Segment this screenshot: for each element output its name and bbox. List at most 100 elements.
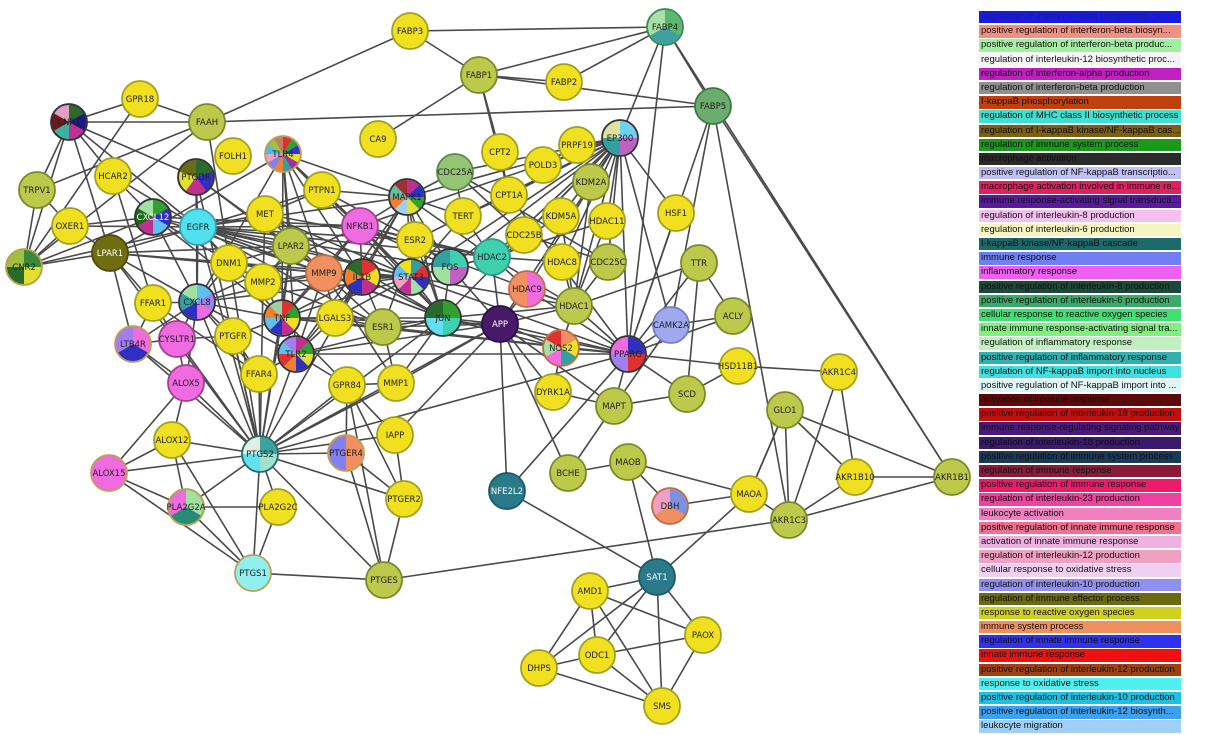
node-cdc25b[interactable]: CDC25B xyxy=(505,216,543,254)
node-ffar4[interactable]: FFAR4 xyxy=(240,355,278,393)
node-scd[interactable]: SCD xyxy=(668,375,706,413)
node-dhps[interactable]: DHPS xyxy=(520,649,558,687)
node-ptgs_pie2[interactable]: NOS2 xyxy=(542,329,580,367)
node-sms[interactable]: SMS xyxy=(643,687,681,725)
node-fabp2[interactable]: FABP2 xyxy=(545,63,583,101)
node-cysltr1[interactable]: CYSLTR1 xyxy=(158,320,196,358)
node-camk2a[interactable]: CAMK2A xyxy=(652,306,690,344)
node-cxcl12[interactable]: CXCL12 xyxy=(134,198,172,236)
node-akr1c3[interactable]: AKR1C3 xyxy=(770,501,808,539)
node-akr1b10[interactable]: AKR1B10 xyxy=(835,458,875,496)
node-mmp1[interactable]: MMP1 xyxy=(377,364,415,402)
node-egfr[interactable]: EGFR xyxy=(179,208,217,246)
node-lpar1[interactable]: LPAR1 xyxy=(91,234,129,272)
node-cxcl8[interactable]: CXCL8 xyxy=(178,283,216,321)
node-alox15[interactable]: ALOX15 xyxy=(90,454,128,492)
node-il_pie[interactable]: IL1B xyxy=(343,258,381,296)
node-dyrk1a[interactable]: DYRK1A xyxy=(534,373,572,411)
node-dbh[interactable]: DBH xyxy=(651,487,689,525)
node-pparg[interactable]: PPARG xyxy=(609,335,647,373)
node-tlr_pie[interactable]: TLR2 xyxy=(277,335,315,373)
node-mapt[interactable]: MAPT xyxy=(595,387,633,425)
node-ptpn1[interactable]: PTPN1 xyxy=(303,171,341,209)
node-lgals3[interactable]: LGALS3 xyxy=(316,299,354,337)
node-kdm2a[interactable]: KDM2A xyxy=(572,163,610,201)
node-hdac8[interactable]: HDAC8 xyxy=(543,243,581,281)
node-bche[interactable]: BCHE xyxy=(549,454,587,492)
node-ca9[interactable]: CA9 xyxy=(359,120,397,158)
node-iapp[interactable]: IAPP xyxy=(376,416,414,454)
node-met[interactable]: MET xyxy=(246,195,284,233)
node-lpar2[interactable]: LPAR2 xyxy=(272,227,310,265)
node-ptgdr[interactable]: PTGDR xyxy=(177,158,215,196)
node-tert[interactable]: TERT xyxy=(444,197,482,235)
node-stat_pie[interactable]: STAT3 xyxy=(392,258,430,296)
node-ltb4r[interactable]: LTB4R xyxy=(114,325,152,363)
node-sat1[interactable]: SAT1 xyxy=(638,558,676,596)
node-prpf19[interactable]: PRPF19 xyxy=(558,126,596,164)
node-pold3[interactable]: POLD3 xyxy=(524,146,562,184)
node-nfkb1[interactable]: NFKB1 xyxy=(341,207,379,245)
node-trpv1[interactable]: TRPV1 xyxy=(18,171,56,209)
node-gpr84[interactable]: GPR84 xyxy=(328,366,366,404)
node-fabp5[interactable]: FABP5 xyxy=(694,87,732,125)
node-ptges[interactable]: PTGES xyxy=(365,561,403,599)
node-kdm5a[interactable]: KDM5A xyxy=(542,197,580,235)
node-hdac1[interactable]: HDAC1 xyxy=(555,287,593,325)
node-esr2[interactable]: ESR2 xyxy=(396,221,434,259)
node-folh1[interactable]: FOLH1 xyxy=(214,137,252,175)
node-cpt2[interactable]: CPT2 xyxy=(481,133,519,171)
node-maoa[interactable]: MAOA xyxy=(730,475,768,513)
node-acly[interactable]: ACLY xyxy=(714,297,752,335)
pie-slice xyxy=(283,154,298,169)
node-ttr[interactable]: TTR xyxy=(680,244,718,282)
node-hcar2[interactable]: HCAR2 xyxy=(94,157,132,195)
node-ep300[interactable]: EP300 xyxy=(601,119,639,157)
node-fabp4[interactable]: FABP4 xyxy=(646,8,684,46)
pie-slice xyxy=(561,339,579,357)
node-pla2g2c[interactable]: PLA2G2C xyxy=(258,488,298,526)
node-cdc25c[interactable]: CDC25C xyxy=(589,243,627,281)
node-fos[interactable]: FOS xyxy=(431,248,469,286)
node-ptgs_pie1[interactable]: TLR4 xyxy=(264,135,302,173)
node-alox12[interactable]: ALOX12 xyxy=(153,421,191,459)
node-hdac11[interactable]: HDAC11 xyxy=(588,202,626,240)
node-ptgs2[interactable]: PTGS2 xyxy=(241,435,279,473)
node-tnf_pie[interactable]: TNF xyxy=(263,299,301,337)
node-ptger4[interactable]: PTGER4 xyxy=(327,434,365,472)
node-hsd11b1[interactable]: HSD11B1 xyxy=(718,347,758,385)
node-glo1[interactable]: GLO1 xyxy=(766,391,804,429)
node-oxer1[interactable]: OXER1 xyxy=(51,207,89,245)
node-gpr18[interactable]: GPR18 xyxy=(121,80,159,118)
node-ptgs1[interactable]: PTGS1 xyxy=(234,554,272,592)
node-cnr1[interactable]: CNR1 xyxy=(50,103,88,141)
node-akr1b1[interactable]: AKR1B1 xyxy=(933,458,971,496)
node-hdac2[interactable]: HDAC2 xyxy=(473,238,511,276)
node-akr1c4[interactable]: AKR1C4 xyxy=(820,353,858,391)
node-esr1[interactable]: ESR1 xyxy=(364,308,402,346)
node-hsf1[interactable]: HSF1 xyxy=(657,194,695,232)
node-ptger2[interactable]: PTGER2 xyxy=(385,480,423,518)
node-jun[interactable]: JUN xyxy=(424,299,462,337)
node-cpt1a[interactable]: CPT1A xyxy=(490,176,528,214)
node-alox5[interactable]: ALOX5 xyxy=(167,364,205,402)
node-hdac9[interactable]: HDAC9 xyxy=(508,270,546,308)
node-fabp1[interactable]: FABP1 xyxy=(460,56,498,94)
node-mmp9[interactable]: MMP9 xyxy=(305,254,343,292)
node-app[interactable]: APP xyxy=(481,305,519,343)
node-cnr2[interactable]: CNR2 xyxy=(5,248,43,286)
node-amd1[interactable]: AMD1 xyxy=(571,572,609,610)
node-pla2g2a[interactable]: PLA2G2A xyxy=(166,488,206,526)
node-ptgfr[interactable]: PTGFR xyxy=(214,317,252,355)
node-paox[interactable]: PAOX xyxy=(684,616,722,654)
node-odc1[interactable]: ODC1 xyxy=(578,636,616,674)
node-maob[interactable]: MAOB xyxy=(609,443,647,481)
node-mmp2[interactable]: MMP2 xyxy=(244,263,282,301)
node-nfe2l2[interactable]: NFE2L2 xyxy=(488,472,526,510)
node-ffar1[interactable]: FFAR1 xyxy=(134,284,172,322)
node-faah[interactable]: FAAH xyxy=(188,103,226,141)
node-cdc25a[interactable]: CDC25A xyxy=(436,153,474,191)
node-mapk_pie[interactable]: MAPK1 xyxy=(388,178,426,216)
node-fabp3[interactable]: FABP3 xyxy=(391,12,429,50)
node-dnm1[interactable]: DNM1 xyxy=(210,244,248,282)
